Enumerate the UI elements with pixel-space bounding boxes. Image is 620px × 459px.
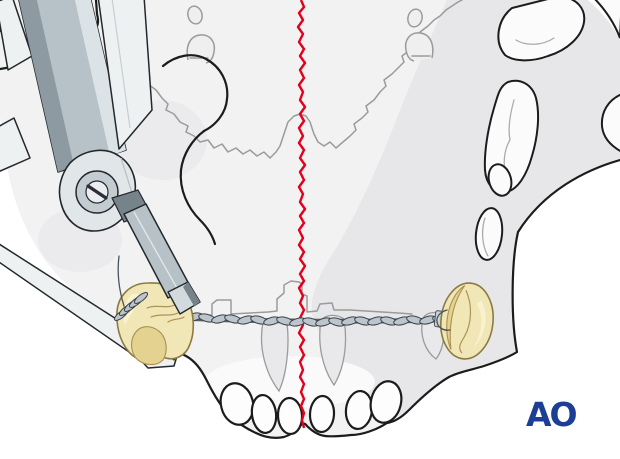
handle-sliver-mid [0, 117, 31, 172]
crypt-small-lower [474, 207, 504, 261]
right-tooth-shading [446, 285, 466, 350]
screw-slot [86, 184, 108, 200]
handle-shaft-gray-dark-edge [18, 0, 74, 172]
coronoid-outline [161, 54, 229, 133]
right-tooth-fissure [459, 290, 472, 354]
right-foramen-oval [407, 8, 423, 28]
upper-jaw-arm-highlight [133, 211, 179, 291]
anterior-ramus-border [179, 129, 217, 246]
socket-4 [308, 394, 336, 434]
wire-hook-on-tooth [436, 309, 451, 331]
wire-free-end [117, 255, 125, 307]
left-foramen-hook [186, 34, 216, 64]
socket-2 [250, 393, 278, 435]
crypt-top [497, 0, 586, 62]
right-edge-notch [600, 93, 620, 152]
right-foramen-hook [404, 32, 434, 62]
root-right [319, 314, 347, 387]
corner-cutout [594, 0, 620, 39]
alveolar-ridge-contour [195, 280, 413, 317]
right-anchor-tooth [433, 282, 494, 360]
handle-shaft-white-groove [111, 0, 131, 129]
crypt-top-inner [515, 37, 555, 45]
tooth-crypt-openings [474, 0, 620, 261]
tooth-root-silhouettes [195, 280, 445, 393]
coil-ring [133, 292, 149, 304]
symphysis-fracture-line [296, 0, 307, 429]
oblique-ridge-contour [107, 0, 463, 159]
wire-twisting-forceps [0, 0, 201, 321]
crypt-small-upper [487, 163, 513, 197]
crypt-bean-inner [503, 99, 515, 173]
left-foramen-oval [187, 5, 203, 25]
wire-twist-coil [113, 292, 149, 321]
socket-6 [369, 380, 403, 424]
left-tooth-cusp-lobe [130, 326, 167, 366]
empty-tooth-sockets [219, 380, 403, 436]
ao-logo: AO [526, 395, 578, 434]
mandible-outer-outline [126, 158, 620, 439]
left-tooth-fissures [146, 304, 185, 323]
handle-shaft-gray-light-edge [74, 0, 126, 156]
handle-shaft-white [97, 0, 153, 150]
socket-1 [219, 382, 255, 426]
socket-3 [276, 396, 304, 436]
upper-jaw-tip-face [183, 282, 200, 306]
crypt-small-inner [481, 217, 489, 257]
right-tooth-highlight [473, 300, 486, 348]
